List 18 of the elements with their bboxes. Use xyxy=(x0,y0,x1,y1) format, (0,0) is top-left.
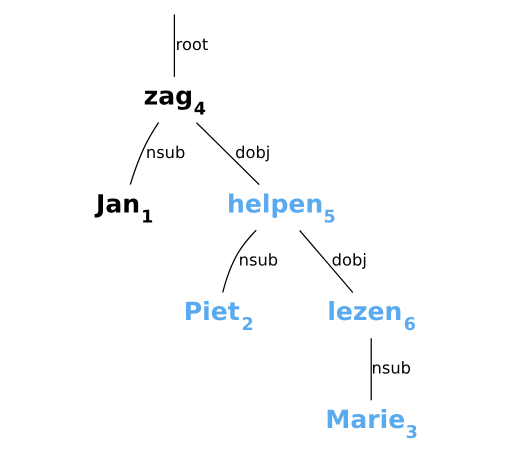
node-text: helpen$_{5}$ xyxy=(227,189,336,228)
edge-label: nsub xyxy=(372,358,411,378)
connector xyxy=(299,230,354,293)
edge-label: dobj xyxy=(332,250,367,270)
connector xyxy=(174,14,176,77)
connector xyxy=(130,122,160,185)
connector xyxy=(370,338,372,400)
edge-label: nsub xyxy=(238,250,278,270)
edge-label: root xyxy=(176,34,208,54)
node-text: zag$_{4}$ xyxy=(144,82,206,120)
connector xyxy=(196,122,260,186)
edge-label: dobj xyxy=(235,142,270,162)
edge-label: nsub xyxy=(146,142,186,162)
node-text: Jan$_{1}$ xyxy=(96,189,154,228)
node-text: Marie$_{3}$ xyxy=(325,405,418,444)
node-text: Piet$_{2}$ xyxy=(184,297,254,336)
node-text: lezen$_{6}$ xyxy=(327,297,416,336)
connector xyxy=(222,230,257,293)
